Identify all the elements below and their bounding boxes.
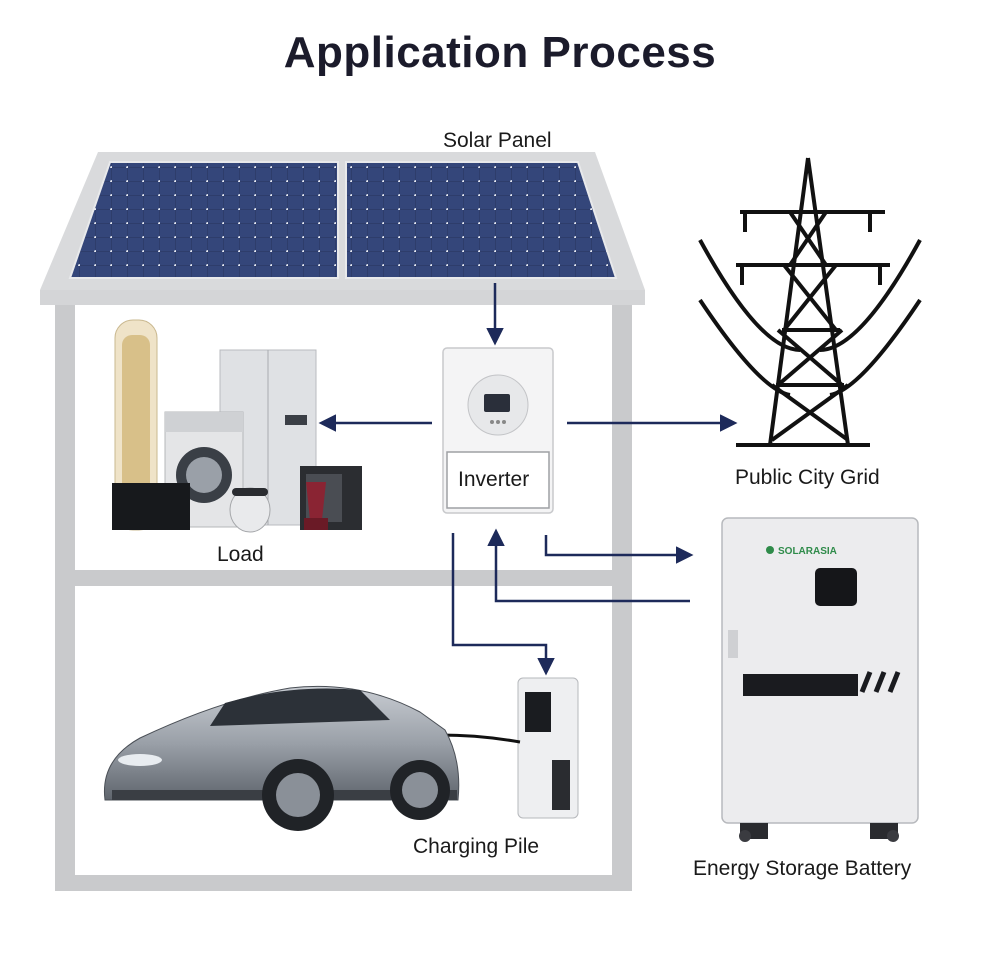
battery-label: Energy Storage Battery: [693, 857, 912, 880]
load-appliances: [112, 319, 362, 533]
load-label: Load: [217, 543, 264, 566]
solar-panel: [68, 161, 618, 279]
arrow-inverter-to-battery: [544, 535, 694, 564]
solar-panel-label: Solar Panel: [443, 129, 552, 152]
inverter-label: Inverter: [458, 468, 530, 491]
energy-storage-battery: SOLARASIA: [721, 517, 919, 842]
charging-pile-label: Charging Pile: [413, 835, 540, 858]
flow-arrows: [318, 283, 738, 676]
grid-label: Public City Grid: [735, 466, 880, 489]
arrow-inverter-to-charger: [451, 533, 555, 676]
charging-pile: [439, 677, 579, 819]
power-tower-icon: [698, 157, 922, 447]
arrow-battery-to-inverter: [487, 528, 690, 603]
page-title: Application Process: [283, 28, 717, 77]
inverter-device: [442, 347, 554, 514]
electric-car: [103, 685, 460, 831]
battery-brand: SOLARASIA: [778, 546, 837, 557]
